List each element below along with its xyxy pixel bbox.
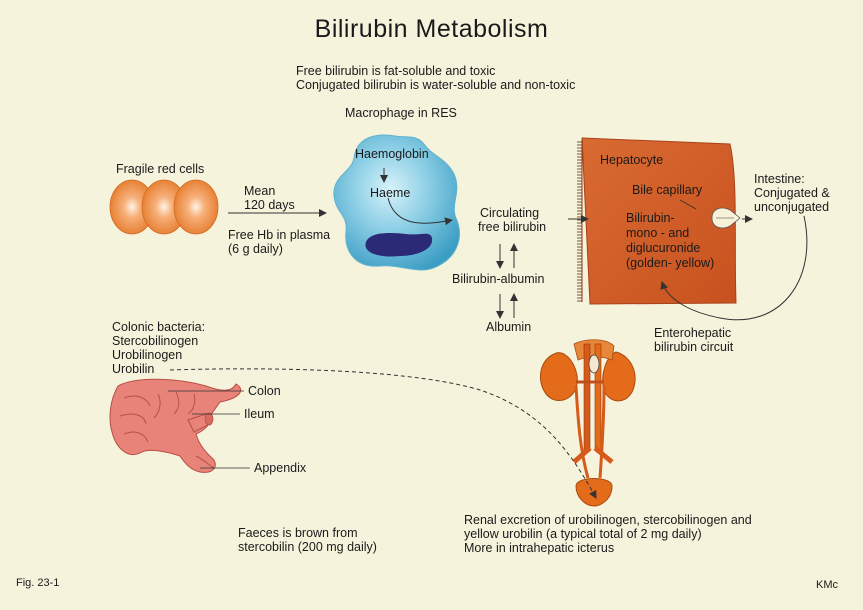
renal-excretion-line2: yellow urobilin (a typical total of 2 mg… <box>464 527 702 541</box>
macrophage-label: Macrophage in RES <box>345 106 457 120</box>
renal-excretion-line3: More in intrahepatic icterus <box>464 541 615 555</box>
flow-arrows <box>168 168 808 499</box>
free-hb-amount-label: (6 g daily) <box>228 242 283 256</box>
bilirubin-conj-line4: (golden- yellow) <box>626 256 715 270</box>
macrophage-image <box>333 134 460 271</box>
intestine-unconjugated: unconjugated <box>754 200 830 214</box>
renal-excretion-line1: Renal excretion of urobilinogen, stercob… <box>464 513 752 527</box>
bilirubin-conj-line1: Bilirubin- <box>626 211 675 225</box>
urobilinogen-label: Urobilinogen <box>112 348 183 362</box>
haeme-label: Haeme <box>370 186 411 200</box>
hepatocyte-label: Hepatocyte <box>600 153 664 167</box>
colon-label: Colon <box>248 384 281 398</box>
figure-number: Fig. 23-1 <box>16 577 60 589</box>
bilirubin-albumin-label: Bilirubin-albumin <box>452 272 545 286</box>
haemoglobin-label: Haemoglobin <box>355 147 429 161</box>
enterohepatic-label: Enterohepatic <box>654 326 732 340</box>
colonic-bacteria-label: Colonic bacteria: <box>112 320 206 334</box>
colon-image <box>109 378 242 473</box>
free-hb-label: Free Hb in plasma <box>228 228 331 242</box>
kidneys-image <box>539 339 636 507</box>
mean-days-label: 120 days <box>244 198 295 212</box>
bile-capillary-label: Bile capillary <box>632 183 703 197</box>
faeces-label: Faeces is brown from <box>238 526 358 540</box>
intestine-label: Intestine: <box>754 172 805 186</box>
intestine-conjugated: Conjugated & <box>754 186 830 200</box>
ileum-label: Ileum <box>244 407 275 421</box>
author-initials: KMc <box>816 579 838 591</box>
note-fat-soluble: Free bilirubin is fat-soluble and toxic <box>296 64 496 78</box>
note-water-soluble: Conjugated bilirubin is water-soluble an… <box>296 78 576 92</box>
appendix-label: Appendix <box>254 461 307 475</box>
bilirubin-conj-line3: diglucuronide <box>626 241 701 255</box>
bilirubin-conj-line2: mono - and <box>626 226 690 240</box>
enterohepatic-circuit-label: bilirubin circuit <box>654 340 734 354</box>
diagram-title: Bilirubin Metabolism <box>314 15 549 43</box>
circulating-label: Circulating <box>480 206 540 220</box>
stercobilinogen-label: Stercobilinogen <box>112 334 199 348</box>
stercobilin-label: stercobilin (200 mg daily) <box>238 540 377 554</box>
free-bilirubin-label: free bilirubin <box>478 220 547 234</box>
albumin-label: Albumin <box>486 320 532 334</box>
urobilin-label: Urobilin <box>112 362 155 376</box>
mean-label: Mean <box>244 184 276 198</box>
red-cells-image <box>109 179 219 235</box>
hepatocyte-image <box>577 137 741 305</box>
red-cells-label: Fragile red cells <box>116 162 205 176</box>
